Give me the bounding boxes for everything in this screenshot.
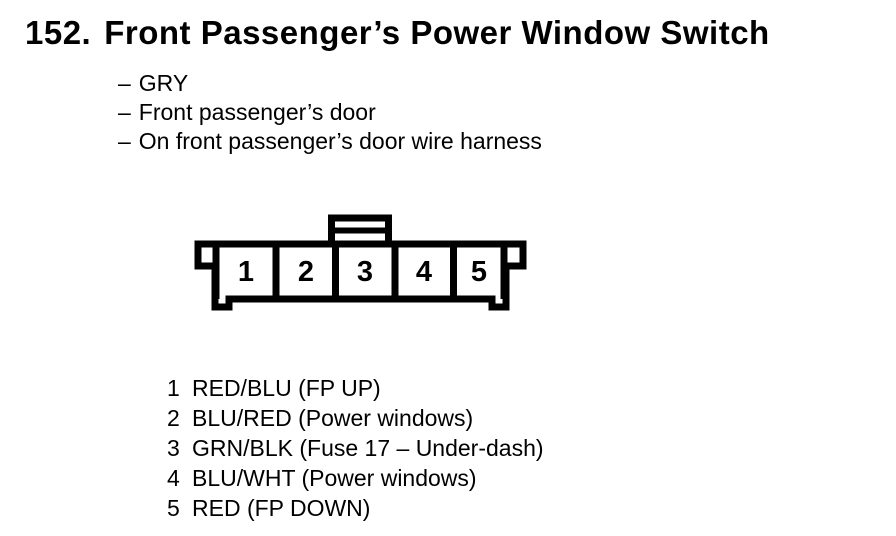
pin-list-row: 1 RED/BLU (FP UP) [167, 373, 544, 403]
connector-pin-3-label: 3 [357, 256, 373, 288]
pin-number: 5 [167, 495, 180, 521]
attribute-text-color: GRY [138, 70, 189, 96]
attribute-dash: – [118, 128, 131, 154]
attribute-list: – GRY – Front passenger’s door – On fron… [118, 69, 542, 156]
pin-list-row: 3 GRN/BLK (Fuse 17 – Under-dash) [167, 433, 544, 463]
pin-list-row: 2 BLU/RED (Power windows) [167, 403, 544, 433]
page-title: 152. Front Passenger’s Power Window Swit… [25, 14, 770, 52]
attribute-text-harness: On front passenger’s door wire harness [138, 128, 542, 154]
pin-list-row: 4 BLU/WHT (Power windows) [167, 463, 544, 493]
pin-number: 1 [167, 375, 180, 401]
attribute-dash: – [118, 99, 131, 125]
pin-description-list: 1 RED/BLU (FP UP) 2 BLU/RED (Power windo… [167, 373, 544, 523]
attribute-dash: – [118, 70, 131, 96]
connector-diagram: 1 2 3 4 5 [185, 205, 535, 330]
connector-pin-1-label: 1 [238, 256, 254, 288]
connector-pin-5-label: 5 [471, 256, 487, 288]
pin-number: 3 [167, 435, 180, 461]
connector-pin-2-label: 2 [298, 256, 314, 288]
pin-description: BLU/RED (Power windows) [192, 405, 474, 431]
pin-number: 4 [167, 465, 180, 491]
pin-description: RED/BLU (FP UP) [192, 375, 381, 401]
attribute-line: – GRY [118, 69, 542, 98]
connector-svg: 1 2 3 4 5 [194, 214, 527, 311]
pin-number: 2 [167, 405, 180, 431]
attribute-line: – Front passenger’s door [118, 98, 542, 127]
pin-description: GRN/BLK (Fuse 17 – Under-dash) [192, 435, 544, 461]
item-number: 152. [25, 14, 92, 51]
connector-pin-4-label: 4 [416, 256, 432, 288]
attribute-text-location: Front passenger’s door [138, 99, 376, 125]
pin-description: RED (FP DOWN) [192, 495, 371, 521]
attribute-line: – On front passenger’s door wire harness [118, 127, 542, 156]
pin-cavity-dividers [212, 244, 508, 299]
item-title: Front Passenger’s Power Window Switch [104, 14, 770, 51]
pin-description: BLU/WHT (Power windows) [192, 465, 477, 491]
pin-list-row: 5 RED (FP DOWN) [167, 493, 544, 523]
